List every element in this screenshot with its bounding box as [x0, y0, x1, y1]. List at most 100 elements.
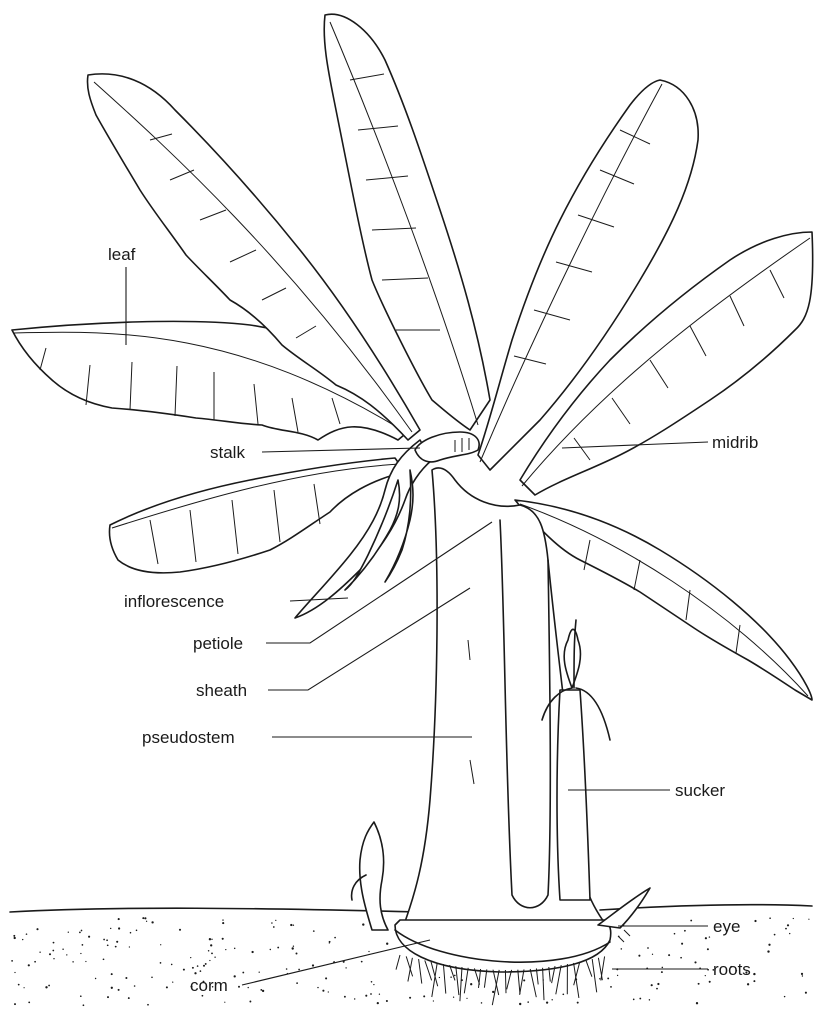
root [507, 970, 512, 990]
soil-dot [705, 937, 707, 939]
soil-dot [492, 991, 494, 993]
soil-dot [296, 953, 298, 955]
soil-dot [151, 921, 153, 923]
soil-dot [286, 968, 288, 970]
root [396, 955, 400, 970]
soil-dot [95, 978, 96, 979]
soil-dot [313, 930, 315, 932]
soil-dot [45, 986, 47, 988]
root [460, 967, 462, 1001]
soil-dot [633, 999, 635, 1001]
soil-dot [130, 932, 132, 934]
soil-dot [26, 933, 28, 935]
soil-dot [470, 983, 472, 985]
soil-dot [14, 937, 16, 939]
soil-dot [202, 995, 204, 997]
root [419, 959, 422, 984]
soil-dot [192, 967, 194, 969]
soil-dot [621, 948, 623, 950]
soil-dot [373, 984, 374, 985]
soil-dot [649, 999, 650, 1000]
soil-dot [129, 946, 130, 947]
soil-dot [53, 942, 55, 944]
soil-dot [325, 977, 327, 979]
soil-dot [638, 955, 640, 957]
soil-dot [81, 930, 83, 932]
soil-dot [656, 988, 658, 990]
soil-dot [386, 943, 388, 945]
soil-dot [49, 953, 51, 955]
soil-dot [433, 1000, 434, 1001]
label-sucker: sucker [675, 781, 725, 800]
root [518, 970, 520, 995]
soil-dot [22, 939, 23, 940]
soil-dot [251, 951, 253, 953]
soil-dot [661, 971, 663, 973]
soil-dot [466, 998, 467, 999]
soil-dot [705, 975, 706, 976]
soil-dot [118, 989, 120, 991]
soil-dot [409, 997, 411, 999]
soil-dot [481, 1002, 483, 1004]
soil-dot [785, 928, 787, 930]
soil-dot [222, 922, 224, 924]
soil-dot [208, 950, 210, 952]
soil-dot [234, 975, 236, 977]
soil-dot [681, 943, 683, 945]
soil-dot [160, 962, 162, 964]
soil-dot [523, 979, 525, 981]
soil-dot [379, 994, 380, 995]
soil-dot [684, 930, 686, 932]
soil-dot [546, 1001, 548, 1003]
soil-dot [754, 920, 756, 922]
soil-dot [115, 946, 117, 948]
soil-dot [290, 924, 292, 926]
soil-dot [106, 939, 108, 941]
soil-dot [53, 958, 54, 959]
soil-dot [370, 993, 372, 995]
soil-dot [344, 996, 346, 998]
root [505, 970, 506, 993]
soil-dot [48, 985, 50, 987]
soil-dot [361, 961, 363, 963]
soil-dot [680, 957, 682, 959]
soil-dot [769, 917, 771, 919]
corm [395, 920, 611, 972]
soil-dot [293, 925, 294, 926]
soil-dot [599, 978, 600, 979]
soil-dot [36, 928, 38, 930]
soil-dot [293, 946, 294, 947]
soil-dot [151, 977, 153, 979]
soil-dot [107, 996, 109, 998]
label-pseudostem: pseudostem [142, 728, 235, 747]
soil-dot [270, 949, 271, 950]
soil-dot [118, 927, 120, 929]
soil-dot [774, 934, 776, 936]
soil-dot [171, 964, 173, 966]
soil-dot [249, 1001, 251, 1003]
soil-dot [259, 972, 260, 973]
soil-dot [709, 936, 710, 937]
soil-dot [28, 964, 30, 966]
soil-dot [14, 1003, 16, 1005]
soil-dot [238, 986, 240, 988]
root [556, 965, 561, 994]
root [479, 969, 481, 988]
soil-dot [242, 972, 244, 974]
soil-dot [200, 970, 202, 972]
label-corm: corm [190, 976, 228, 995]
soil-dot [527, 1001, 529, 1003]
soil-dot [801, 973, 803, 975]
root [520, 969, 524, 994]
soil-dot [116, 941, 118, 943]
soil-dot [277, 947, 279, 949]
soil-dot [450, 976, 452, 978]
soil-dot [134, 985, 136, 987]
root [484, 969, 486, 987]
soil-dot [329, 941, 331, 943]
soil-dot [224, 1002, 225, 1003]
soil-dot [142, 917, 144, 919]
soil-dot [322, 990, 324, 992]
soil-dot [345, 967, 346, 968]
soil-dot [386, 1000, 388, 1002]
